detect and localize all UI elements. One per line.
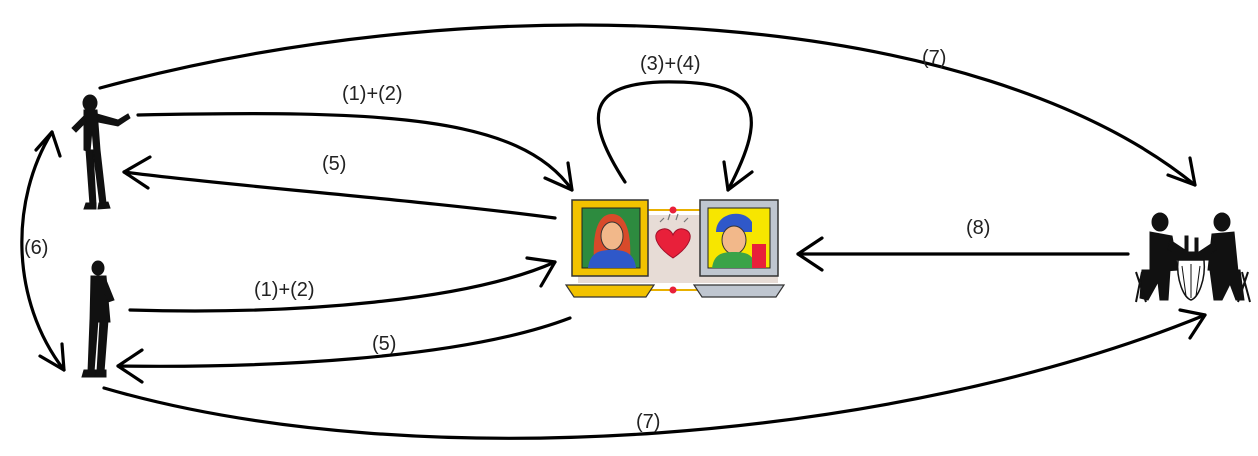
edge-3-4-arrowhead [722,160,754,192]
two-computers-heart-icon [564,199,786,298]
label-8: (8) [966,217,990,239]
edge-7-top [98,23,1197,187]
businessman-pointing-icon [71,94,131,210]
edge-6-arrowhead-top [34,130,62,158]
edge-5-top [122,170,557,220]
businessman-phone-icon [81,260,115,378]
edge-5-top-arrowhead [122,155,152,190]
label-3-4: (3)+(4) [640,53,701,75]
label-1-2-top: (1)+(2) [342,83,403,105]
edge-5-bottom [116,316,572,368]
edge-1-2-top [136,112,574,192]
edge-3-4-loop [596,80,753,192]
edge-1-2-bottom-arrowhead [525,256,557,288]
label-5-top: (5) [322,153,346,175]
edge-5-bottom-arrowhead [116,348,144,384]
heart-icon [655,228,691,259]
edge-7-bottom-arrowhead [1178,308,1207,340]
couple-dining-table-icon [1135,212,1251,303]
edge-6 [20,130,66,372]
edge-1-2-bottom [128,260,557,313]
label-7-top: (7) [922,47,946,69]
label-1-2-bottom: (1)+(2) [254,279,315,301]
label-5-bottom: (5) [372,333,396,355]
edge-7-top-arrowhead [1166,156,1197,187]
edge-1-2-top-arrowhead [543,161,574,192]
edge-6-arrowhead-bottom [38,342,66,372]
label-6: (6) [24,237,48,259]
left-monitor-icon [564,199,656,298]
edge-8-arrowhead [796,236,824,272]
right-monitor-icon [692,199,786,298]
label-7-bottom: (7) [636,411,660,433]
edge-7-bottom [102,313,1207,440]
